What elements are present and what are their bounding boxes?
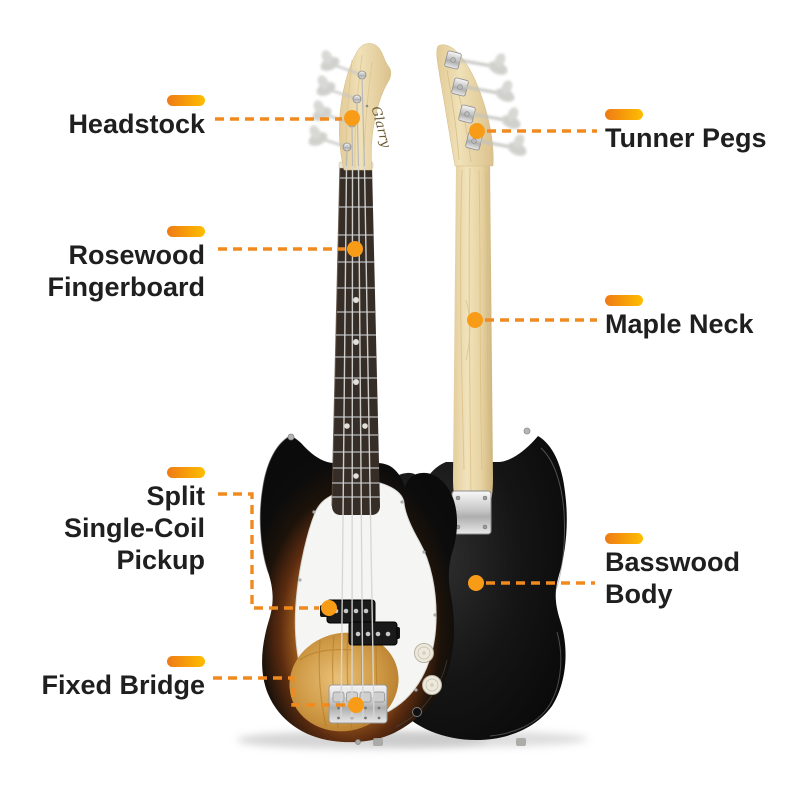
callout-dot-headstock <box>344 110 360 126</box>
label-maple-neck: Maple Neck <box>605 295 754 340</box>
label-text: Split <box>146 481 206 511</box>
strap-button <box>287 433 295 441</box>
accent-pill <box>167 226 205 237</box>
drop-shadows <box>237 731 588 749</box>
body-binding-line <box>489 631 562 737</box>
accent-pill <box>605 295 643 306</box>
fingerboard-edge <box>331 165 341 507</box>
label-fixed-bridge: Fixed Bridge <box>41 656 205 701</box>
label-headstock: Headstock <box>68 95 205 140</box>
strings <box>340 165 375 720</box>
neck-plate <box>451 490 492 535</box>
headstock-screw <box>365 104 369 108</box>
tone-knob <box>422 675 442 695</box>
label-text: Tunner Pegs <box>605 123 767 153</box>
body-edge-highlight <box>395 659 448 728</box>
front-guitar: Glarry <box>259 43 526 746</box>
tuner-pegs-keys <box>457 53 527 156</box>
label-text: Fingerboard <box>47 272 205 302</box>
fixed-bridge <box>328 684 388 724</box>
label-split-single-coil-pickup: Split Single-Coil Pickup <box>64 467 205 576</box>
accent-pill <box>167 95 205 106</box>
callout-line-split-pickup <box>218 492 319 610</box>
frets <box>332 177 380 498</box>
label-text: Body <box>605 579 673 609</box>
stand-feet <box>373 738 526 746</box>
label-tunner-pegs: Tunner Pegs <box>605 109 767 154</box>
label-text: Headstock <box>68 109 205 139</box>
label-text: Single-Coil <box>64 513 205 543</box>
callout-dot-fixed-bridge <box>348 697 364 713</box>
label-text: Maple Neck <box>605 309 754 339</box>
callout-dot-rosewood-fingerboard <box>347 241 363 257</box>
output-jack <box>412 707 422 717</box>
accent-pill <box>167 656 205 667</box>
callout-dot-split-pickup <box>321 600 337 616</box>
tuner-machines <box>444 50 527 156</box>
label-rosewood-fingerboard: Rosewood Fingerboard <box>47 226 205 303</box>
strings-headstock <box>345 78 366 167</box>
accent-pill <box>167 467 205 478</box>
accent-pill <box>605 533 643 544</box>
callout-line-fixed-bridge <box>213 676 346 707</box>
strap-button <box>355 739 361 745</box>
maple-grain <box>460 167 490 511</box>
accent-pill <box>605 109 643 120</box>
label-text: Pickup <box>116 545 205 575</box>
body-edge-highlight <box>259 435 291 573</box>
label-basswood-body: Basswood Body <box>605 533 740 610</box>
body-binding-line <box>540 447 565 591</box>
callout-dot-basswood-body <box>468 575 484 591</box>
label-text: Rosewood <box>68 240 205 270</box>
strap-button <box>523 427 531 435</box>
label-text: Basswood <box>605 547 741 577</box>
volume-knob <box>414 643 434 663</box>
callout-dot-tunner-pegs <box>469 123 485 139</box>
callout-connectors <box>213 110 597 713</box>
label-text: Fixed Bridge <box>41 670 205 700</box>
callout-dot-maple-neck <box>467 312 483 328</box>
